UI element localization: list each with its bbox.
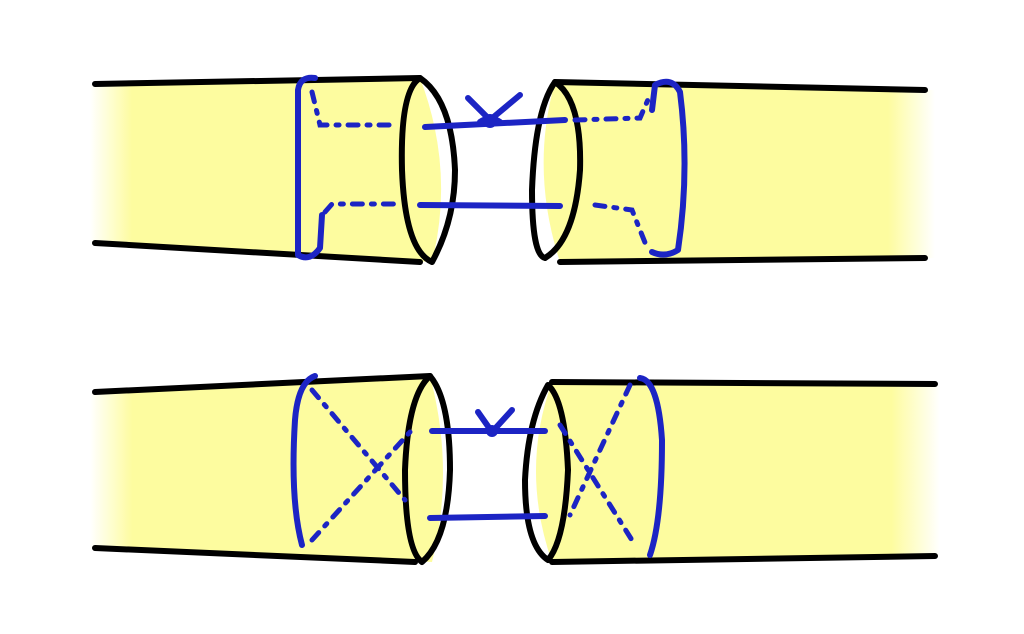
right-tube-body: [536, 382, 940, 562]
right-tube-top-edge: [549, 379, 938, 387]
knot: [486, 425, 498, 437]
right-stay-suture: [637, 375, 665, 558]
left-tube-body: [90, 376, 444, 562]
left-tube-bottom-edge: [92, 240, 423, 265]
right-dashed-line-lower: [592, 202, 651, 253]
left-tube-bottom-edge: [92, 545, 418, 565]
right-tube-end-opening: [529, 79, 584, 261]
sutures-top: [295, 74, 688, 261]
left-dashed-cross-1: [309, 387, 408, 503]
top-panel: [90, 74, 935, 265]
left-tube-bottom: [90, 373, 453, 565]
left-tube-end-opening: [398, 75, 458, 265]
right-tube-top-edge: [552, 79, 928, 93]
bottom-panel: [90, 373, 940, 565]
lower-suture: [417, 202, 563, 209]
left-dashed-cross-2: [309, 429, 413, 543]
left-tube: [90, 75, 458, 265]
sutures-bottom: [290, 373, 665, 558]
right-tube-bottom-edge: [549, 553, 938, 565]
knot: [483, 114, 497, 128]
right-dashed-line-upper: [572, 92, 653, 123]
left-dashed-line-lower: [322, 201, 403, 215]
right-tube-body: [543, 82, 935, 262]
right-tube-bottom-edge: [557, 255, 928, 265]
left-tube-top-edge: [92, 373, 433, 395]
left-stay-suture: [290, 373, 318, 548]
right-stay-suture: [649, 78, 688, 258]
lower-suture: [427, 513, 548, 521]
right-tube: [529, 79, 935, 265]
right-dashed-cross-2: [567, 382, 633, 518]
left-tube-top-edge: [92, 75, 423, 87]
left-dashed-line-upper: [309, 89, 401, 128]
left-stay-suture: [295, 74, 325, 261]
left-tube-body: [90, 78, 442, 262]
right-dashed-cross-1: [557, 422, 638, 548]
right-tube-bottom: [522, 379, 940, 565]
left-tube-end-opening: [402, 373, 453, 565]
